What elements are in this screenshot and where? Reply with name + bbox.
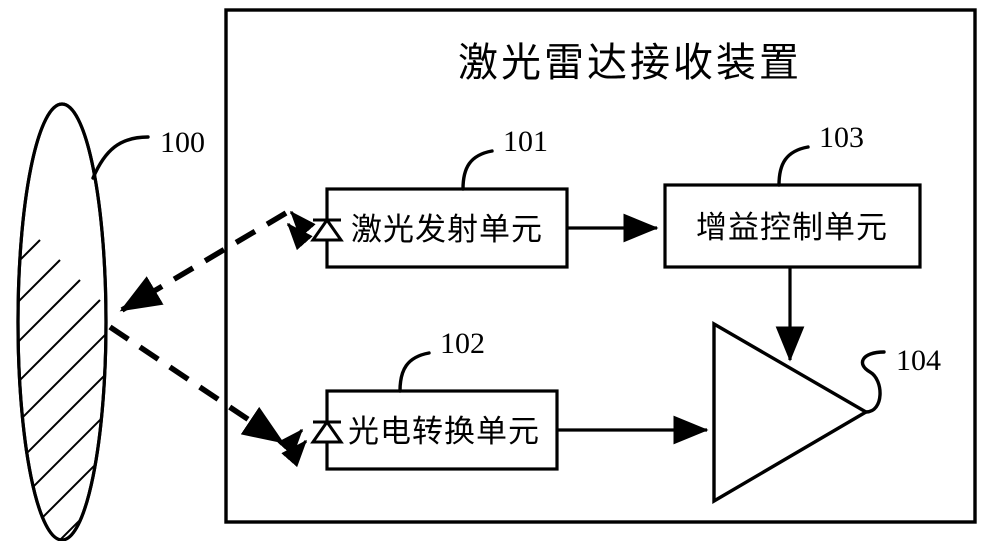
laser-diode-icon: [286, 206, 344, 252]
photoelectric-conversion-unit-label: 光电转换单元: [348, 414, 540, 450]
unit-laser-emitting[interactable]: 激光发射单元: [325, 187, 569, 269]
amplifier-triangle-icon[interactable]: [712, 321, 870, 504]
ref-number-103: 103: [819, 121, 864, 154]
ref-number-102: 102: [440, 327, 485, 360]
laser-emitting-unit-label: 激光发射单元: [351, 212, 543, 248]
ref-leader-103: 103: [777, 121, 864, 187]
ref-leader-104: 104: [860, 344, 941, 414]
ref-number-100: 100: [160, 126, 205, 159]
amplifier[interactable]: [712, 321, 870, 504]
ref-leader-100: 100: [91, 126, 205, 180]
gain-control-unit-box[interactable]: [663, 183, 922, 269]
unit-photoelectric-conversion[interactable]: 光电转换单元: [325, 389, 559, 471]
ref-leader-101: 101: [461, 125, 548, 191]
figure-title: 激光雷达接收装置: [458, 40, 802, 86]
ref-leader-102: 102: [398, 327, 485, 393]
gain-control-unit-label: 增益控制单元: [696, 210, 888, 246]
unit-gain-control[interactable]: 增益控制单元: [663, 183, 922, 269]
beam-emitted-to-target: [119, 210, 288, 313]
ref-number-104: 104: [896, 344, 941, 377]
photodiode-icon: [277, 408, 344, 468]
ref-number-101: 101: [503, 125, 548, 158]
